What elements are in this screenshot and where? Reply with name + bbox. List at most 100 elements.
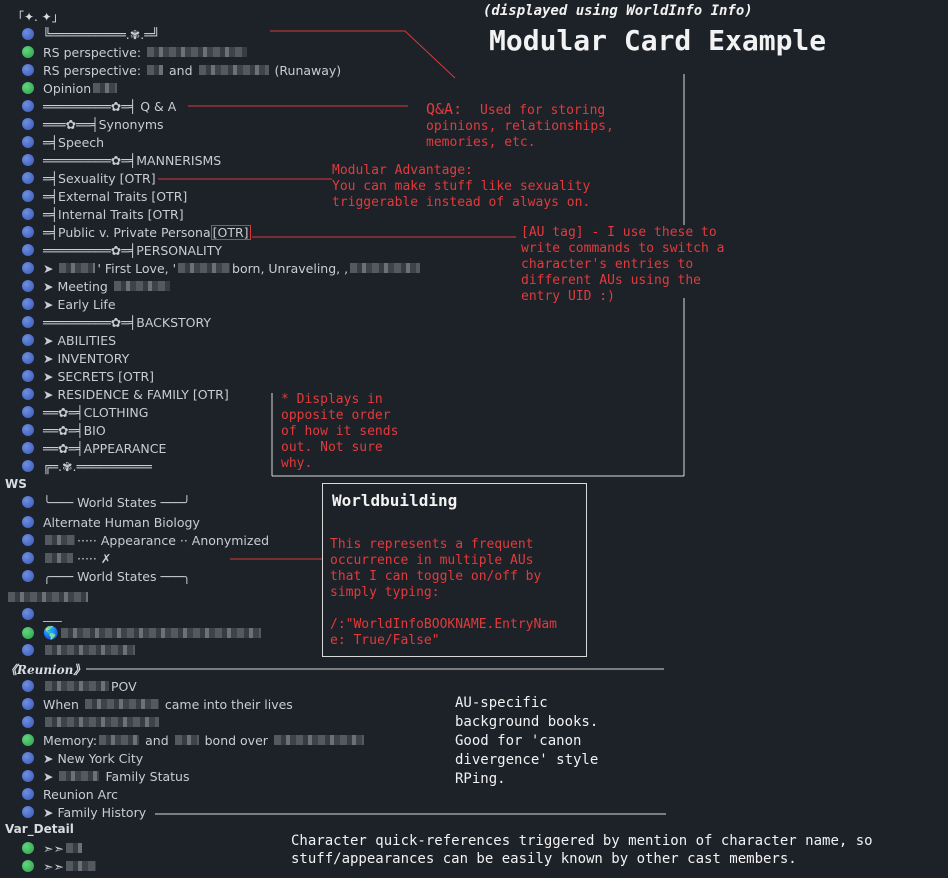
status-dot-icon[interactable]	[22, 244, 34, 256]
entry-row[interactable]: ═╡External Traits [OTR]	[0, 187, 187, 205]
entry-row[interactable]: ➤ New York City	[0, 749, 143, 767]
status-dot-icon[interactable]	[22, 534, 34, 546]
status-dot-icon[interactable]	[22, 64, 34, 76]
entry-row[interactable]: ╔═.✾.══════════	[0, 457, 152, 475]
status-dot-icon[interactable]	[22, 334, 34, 346]
status-dot-icon[interactable]	[22, 118, 34, 130]
entry-row[interactable]: POV	[0, 677, 137, 695]
status-dot-icon[interactable]	[22, 82, 34, 94]
status-dot-icon[interactable]	[22, 608, 34, 620]
status-dot-icon[interactable]	[22, 842, 34, 854]
entry-row[interactable]: RS perspective: and (Runaway)	[0, 61, 341, 79]
entry-row[interactable]: 🌎	[0, 624, 263, 642]
status-dot-icon[interactable]	[22, 190, 34, 202]
status-dot-icon[interactable]	[22, 496, 34, 508]
entry-row[interactable]: ➣➣	[0, 839, 84, 857]
status-dot-icon[interactable]	[22, 154, 34, 166]
entry-row[interactable]: ╭─── World States ───╮	[0, 567, 191, 585]
subtitle: (displayed using WorldInfo Info)	[483, 3, 753, 19]
status-dot-icon[interactable]	[22, 298, 34, 310]
status-dot-icon[interactable]	[22, 698, 34, 710]
entry-row[interactable]: ══✿═╡APPEARANCE	[0, 439, 166, 457]
status-dot-icon[interactable]	[22, 806, 34, 818]
worldbuilding-title: Worldbuilding	[332, 491, 458, 510]
entry-row[interactable]: ➤ Family History	[0, 803, 146, 821]
status-dot-icon[interactable]	[22, 424, 34, 436]
entry-row[interactable]: ➤ INVENTORY	[0, 349, 129, 367]
status-dot-icon[interactable]	[22, 552, 34, 564]
redacted-text	[178, 263, 231, 273]
entry-row[interactable]: ➤ ABILITIES	[0, 331, 116, 349]
redacted-text	[59, 263, 96, 273]
status-dot-icon[interactable]	[22, 516, 34, 528]
entry-row[interactable]: ····· Appearance ·· Anonymized	[0, 531, 269, 549]
status-dot-icon[interactable]	[22, 352, 34, 364]
entry-row[interactable]: ═════════✿═╡PERSONALITY	[0, 241, 222, 259]
entry-row[interactable]: When came into their lives	[0, 695, 293, 713]
entry-row[interactable]: ➤ SECRETS [OTR]	[0, 367, 154, 385]
status-dot-icon[interactable]	[22, 716, 34, 728]
status-dot-icon[interactable]	[22, 262, 34, 274]
reunion-section-header[interactable]: 《Reunion》	[5, 663, 86, 677]
entry-row[interactable]: ➤ Early Life	[0, 295, 116, 313]
entry-row[interactable]: Opinion	[0, 79, 119, 97]
status-dot-icon[interactable]	[22, 370, 34, 382]
entry-row[interactable]: ═╡Public v. Private Persona[OTR]	[0, 223, 251, 241]
entry-row[interactable]: ___	[0, 605, 62, 623]
entry-row[interactable]: ═════════✿═╡MANNERISMS	[0, 151, 221, 169]
entry-row[interactable]: RS perspective:	[0, 43, 249, 61]
entry-row[interactable]: ➣➣	[0, 857, 98, 875]
status-dot-icon[interactable]	[22, 734, 34, 746]
status-dot-icon[interactable]	[22, 788, 34, 800]
entry-row[interactable]: Alternate Human Biology	[0, 513, 200, 531]
status-dot-icon[interactable]	[22, 28, 34, 40]
entry-row[interactable]: Memory: and bond over	[0, 731, 366, 749]
status-dot-icon[interactable]	[22, 280, 34, 292]
status-dot-icon[interactable]	[22, 570, 34, 582]
entry-row[interactable]: ══✿═╡BIO	[0, 421, 106, 439]
entry-row[interactable]: ═════════✿═╡BACKSTORY	[0, 313, 211, 331]
entry-label: RS perspective:	[43, 62, 142, 78]
status-dot-icon[interactable]	[22, 172, 34, 184]
entry-row[interactable]: ═══✿══╡Synonyms	[0, 115, 164, 133]
otr-tag-highlight: [OTR]	[210, 224, 251, 240]
entry-row[interactable]: ····· ✗	[0, 549, 111, 567]
entry-row[interactable]: Reunion Arc	[0, 785, 118, 803]
modular-advantage-annotation: Modular Advantage: You can make stuff li…	[332, 163, 591, 210]
entry-row[interactable]: ➤ ' First Love, 'born, Unraveling, ,	[0, 259, 422, 277]
status-dot-icon[interactable]	[22, 752, 34, 764]
entry-label: ═╡Internal Traits [OTR]	[43, 206, 184, 222]
entry-row[interactable]: ═╡Internal Traits [OTR]	[0, 205, 184, 223]
ws-section-header[interactable]: WS	[5, 477, 27, 491]
status-dot-icon[interactable]	[22, 860, 34, 872]
entry-row[interactable]	[0, 713, 161, 731]
status-dot-icon[interactable]	[22, 680, 34, 692]
entry-label: ➤ SECRETS [OTR]	[43, 368, 155, 384]
status-dot-icon[interactable]	[22, 226, 34, 238]
var-detail-section-header[interactable]: Var_Detail	[5, 822, 74, 836]
entry-row[interactable]: ═╡Sexuality [OTR]	[0, 169, 156, 187]
status-dot-icon[interactable]	[22, 316, 34, 328]
entry-row[interactable]: ➤ RESIDENCE & FAMILY [OTR]	[0, 385, 229, 403]
status-dot-icon[interactable]	[22, 406, 34, 418]
status-dot-icon[interactable]	[22, 46, 34, 58]
status-dot-icon[interactable]	[22, 442, 34, 454]
status-dot-icon[interactable]	[22, 208, 34, 220]
status-dot-icon[interactable]	[22, 388, 34, 400]
entry-row[interactable]: ╚══════════.✾.═╝	[0, 25, 159, 43]
status-dot-icon[interactable]	[22, 644, 34, 656]
status-dot-icon[interactable]	[22, 136, 34, 148]
entry-label: ····· Appearance ·· Anonymized	[77, 532, 270, 548]
entry-row[interactable]	[0, 641, 137, 659]
status-dot-icon[interactable]	[22, 460, 34, 472]
entry-label: ══✿═╡APPEARANCE	[43, 440, 167, 456]
status-dot-icon[interactable]	[22, 627, 34, 639]
entry-row[interactable]: ╰─── World States ───╯	[0, 493, 191, 511]
entry-row[interactable]: ➤ Family Status	[0, 767, 189, 785]
entry-row[interactable]: ═════════✿═╡ Q & A	[0, 97, 176, 115]
entry-row[interactable]: ➤ Meeting	[0, 277, 172, 295]
status-dot-icon[interactable]	[22, 100, 34, 112]
entry-row[interactable]: ══✿═╡CLOTHING	[0, 403, 148, 421]
status-dot-icon[interactable]	[22, 770, 34, 782]
entry-row[interactable]: ═╡Speech	[0, 133, 104, 151]
